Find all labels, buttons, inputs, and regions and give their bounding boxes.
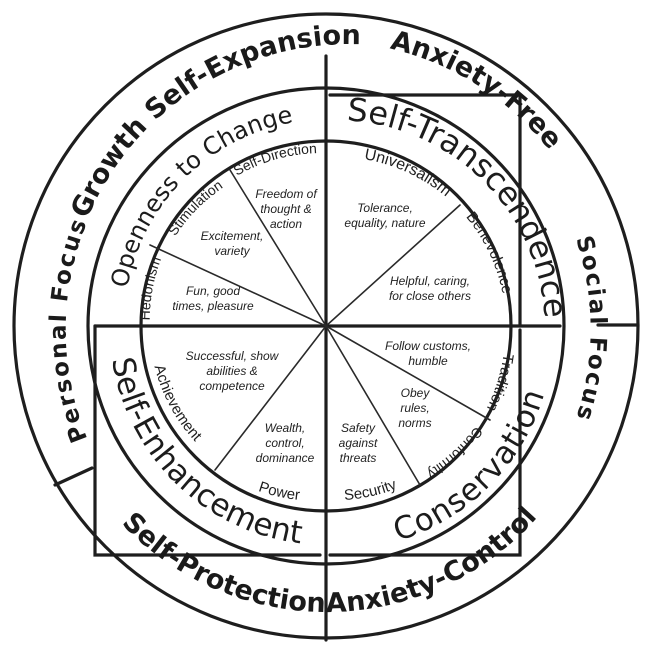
description-line: variety bbox=[214, 244, 250, 258]
spoke-tradition-conformity bbox=[325, 325, 491, 421]
description-line: norms bbox=[398, 416, 431, 430]
spoke-stimulation-hedonism bbox=[149, 244, 327, 327]
description-line: Excitement, bbox=[201, 229, 264, 243]
description-line: Fun, good bbox=[186, 284, 240, 298]
outer-label-social-focus: Social Focus bbox=[570, 233, 610, 425]
description-line: dominance bbox=[256, 451, 315, 465]
description-line: equality, nature bbox=[344, 216, 425, 230]
description-line: Tolerance, bbox=[357, 201, 413, 215]
description-line: humble bbox=[408, 354, 448, 368]
spoke-universalism-benevolence bbox=[325, 204, 461, 327]
value-label-self-direction: Self-Direction bbox=[231, 140, 318, 178]
desc-benevolence: Helpful, caring,for close others bbox=[389, 274, 471, 303]
description-line: action bbox=[270, 217, 302, 231]
description-line: Freedom of bbox=[255, 187, 318, 201]
description-line: against bbox=[339, 436, 378, 450]
description-line: Helpful, caring, bbox=[390, 274, 470, 288]
desc-tradition: Follow customs,humble bbox=[385, 339, 471, 368]
desc-power: Wealth,control,dominance bbox=[256, 421, 315, 465]
description-line: control, bbox=[265, 436, 304, 450]
description-line: Successful, show bbox=[186, 349, 280, 363]
description-line: times, pleasure bbox=[172, 299, 254, 313]
description-line: competence bbox=[199, 379, 265, 393]
description-line: rules, bbox=[400, 401, 429, 415]
conservation-bracket bbox=[328, 328, 522, 557]
value-label-hedonism: Hedonism bbox=[137, 254, 164, 320]
description-line: threats bbox=[340, 451, 377, 465]
spoke-power-achievement bbox=[214, 325, 327, 471]
description-line: thought & bbox=[260, 202, 311, 216]
description-line: Obey bbox=[401, 386, 431, 400]
desc-stimulation: Excitement,variety bbox=[201, 229, 264, 258]
description-line: for close others bbox=[389, 289, 471, 303]
outer-label-personal-focus: Personal Focus bbox=[46, 214, 93, 446]
desc-universalism: Tolerance,equality, nature bbox=[344, 201, 425, 230]
description-line: Wealth, bbox=[265, 421, 305, 435]
self-enhancement-bracket bbox=[93, 324, 322, 557]
description-line: Safety bbox=[341, 421, 376, 435]
self-transcendence-bracket bbox=[328, 93, 522, 328]
description-line: abilities & bbox=[206, 364, 257, 378]
description-line: Follow customs, bbox=[385, 339, 471, 353]
bottom-left-diagonal bbox=[53, 466, 94, 487]
spoke-self-direction-stimulation bbox=[229, 169, 327, 327]
spoke-conformity-security bbox=[325, 325, 421, 486]
